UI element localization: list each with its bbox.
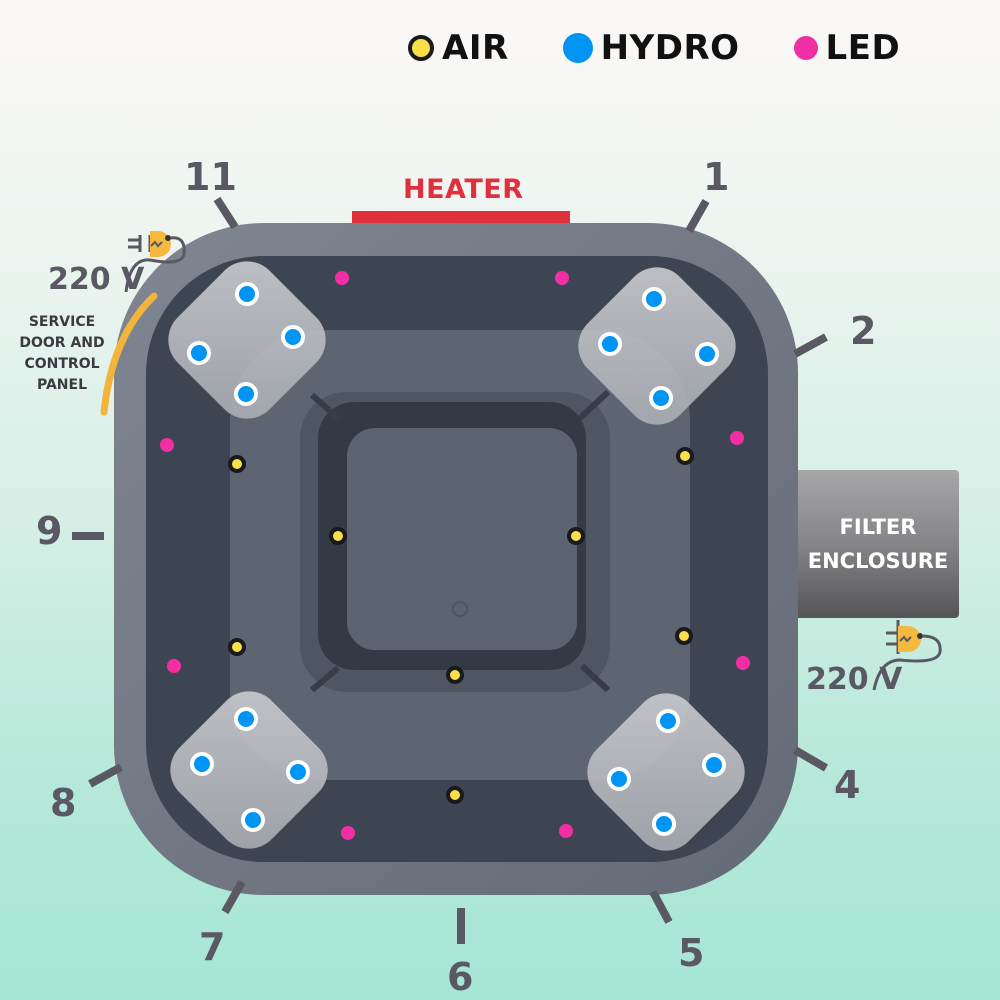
heater-bar	[352, 211, 570, 223]
led-icon	[736, 656, 750, 670]
hydro-jet-icon	[190, 752, 214, 776]
tick-11	[213, 196, 239, 230]
legend-item-led: LED	[793, 28, 901, 68]
drain-icon	[452, 601, 468, 617]
seat-bottom-left	[170, 691, 328, 849]
service-label-line1: SERVICE	[28, 314, 96, 330]
seat-top-right	[578, 267, 736, 425]
service-label-line4: PANEL	[36, 377, 87, 393]
hydro-jet-icon	[241, 808, 265, 832]
position-5: 5	[678, 931, 705, 975]
hydro-jet-icon	[695, 342, 719, 366]
led-icon	[559, 824, 573, 838]
seat-bottom-right	[587, 693, 745, 851]
hydro-jet-icon	[234, 382, 258, 406]
hydro-jet-icon	[187, 341, 211, 365]
position-4: 4	[834, 763, 861, 807]
filter-label-line2: ENCLOSURE	[807, 549, 949, 573]
corner-ribs	[310, 389, 611, 693]
air-jet-icon	[675, 627, 693, 645]
position-6: 6	[447, 955, 474, 999]
position-11: 11	[184, 155, 237, 199]
position-ticks	[72, 196, 829, 944]
position-8: 8	[50, 781, 77, 825]
seat-top-left	[168, 261, 326, 419]
filter-enclosure: FILTER ENCLOSURE	[797, 470, 959, 618]
heater-label: HEATER	[403, 174, 524, 205]
hydro-jet-icon	[562, 33, 593, 63]
led-icon	[555, 271, 569, 285]
position-9: 9	[36, 509, 63, 553]
hydro-jet-icon	[642, 287, 666, 311]
service-door-label: SERVICE DOOR AND CONTROL PANEL	[18, 312, 106, 396]
air-jet-icon	[329, 527, 347, 545]
hydro-jet-icon	[235, 282, 259, 306]
legend-item-hydro: HYDRO	[562, 28, 740, 68]
air-jet-icon	[228, 638, 246, 656]
hydro-jet-icon	[649, 386, 673, 410]
tick-5	[649, 890, 673, 924]
hydro-jet-icon	[286, 760, 310, 784]
position-1: 1	[703, 155, 730, 199]
power-plug-icon-left	[124, 231, 186, 293]
service-label-line2: DOOR AND	[19, 335, 105, 351]
service-label-line3: CONTROL	[24, 356, 100, 372]
hydro-jet-icon	[234, 707, 258, 731]
led-icon	[730, 431, 744, 445]
air-jet-icon	[446, 666, 464, 684]
tick-8	[88, 763, 123, 788]
tick-1	[685, 199, 710, 233]
air-jet-icon	[228, 455, 246, 473]
position-2: 2	[850, 309, 877, 353]
hydro-jets	[187, 282, 726, 836]
air-jet-icon	[408, 35, 434, 61]
voltage-label-right: 220 V	[806, 662, 903, 697]
tick-4	[792, 746, 829, 772]
air-jet-icon	[676, 447, 694, 465]
voltage-label-left: 220 V	[48, 262, 145, 297]
power-plug-icon-right	[872, 620, 942, 691]
air-jets	[228, 447, 694, 804]
led-icon	[167, 659, 181, 673]
hydro-jet-icon	[702, 753, 726, 777]
led-icon	[341, 826, 355, 840]
hydro-jet-icon	[598, 332, 622, 356]
led-icon	[793, 36, 818, 60]
hydro-jet-icon	[281, 325, 305, 349]
footwell	[347, 428, 577, 650]
legend-label-air: AIR	[442, 28, 509, 68]
tick-2	[793, 333, 828, 358]
legend-item-air: AIR	[408, 28, 509, 68]
hydro-jet-icon	[607, 767, 631, 791]
legend-label-led: LED	[825, 28, 901, 68]
service-door-panel	[100, 292, 158, 416]
legend-label-hydro: HYDRO	[600, 28, 740, 68]
legend: AIR HYDRO LED	[408, 26, 900, 70]
air-jet-icon	[567, 527, 585, 545]
led-icon	[335, 271, 349, 285]
hydro-jet-icon	[656, 709, 680, 733]
air-jet-icon	[446, 786, 464, 804]
position-7: 7	[199, 925, 226, 969]
filter-label-line1: FILTER	[839, 515, 917, 539]
leds	[160, 271, 750, 840]
tick-7	[221, 880, 246, 914]
hydro-jet-icon	[652, 812, 676, 836]
led-icon	[160, 438, 174, 452]
